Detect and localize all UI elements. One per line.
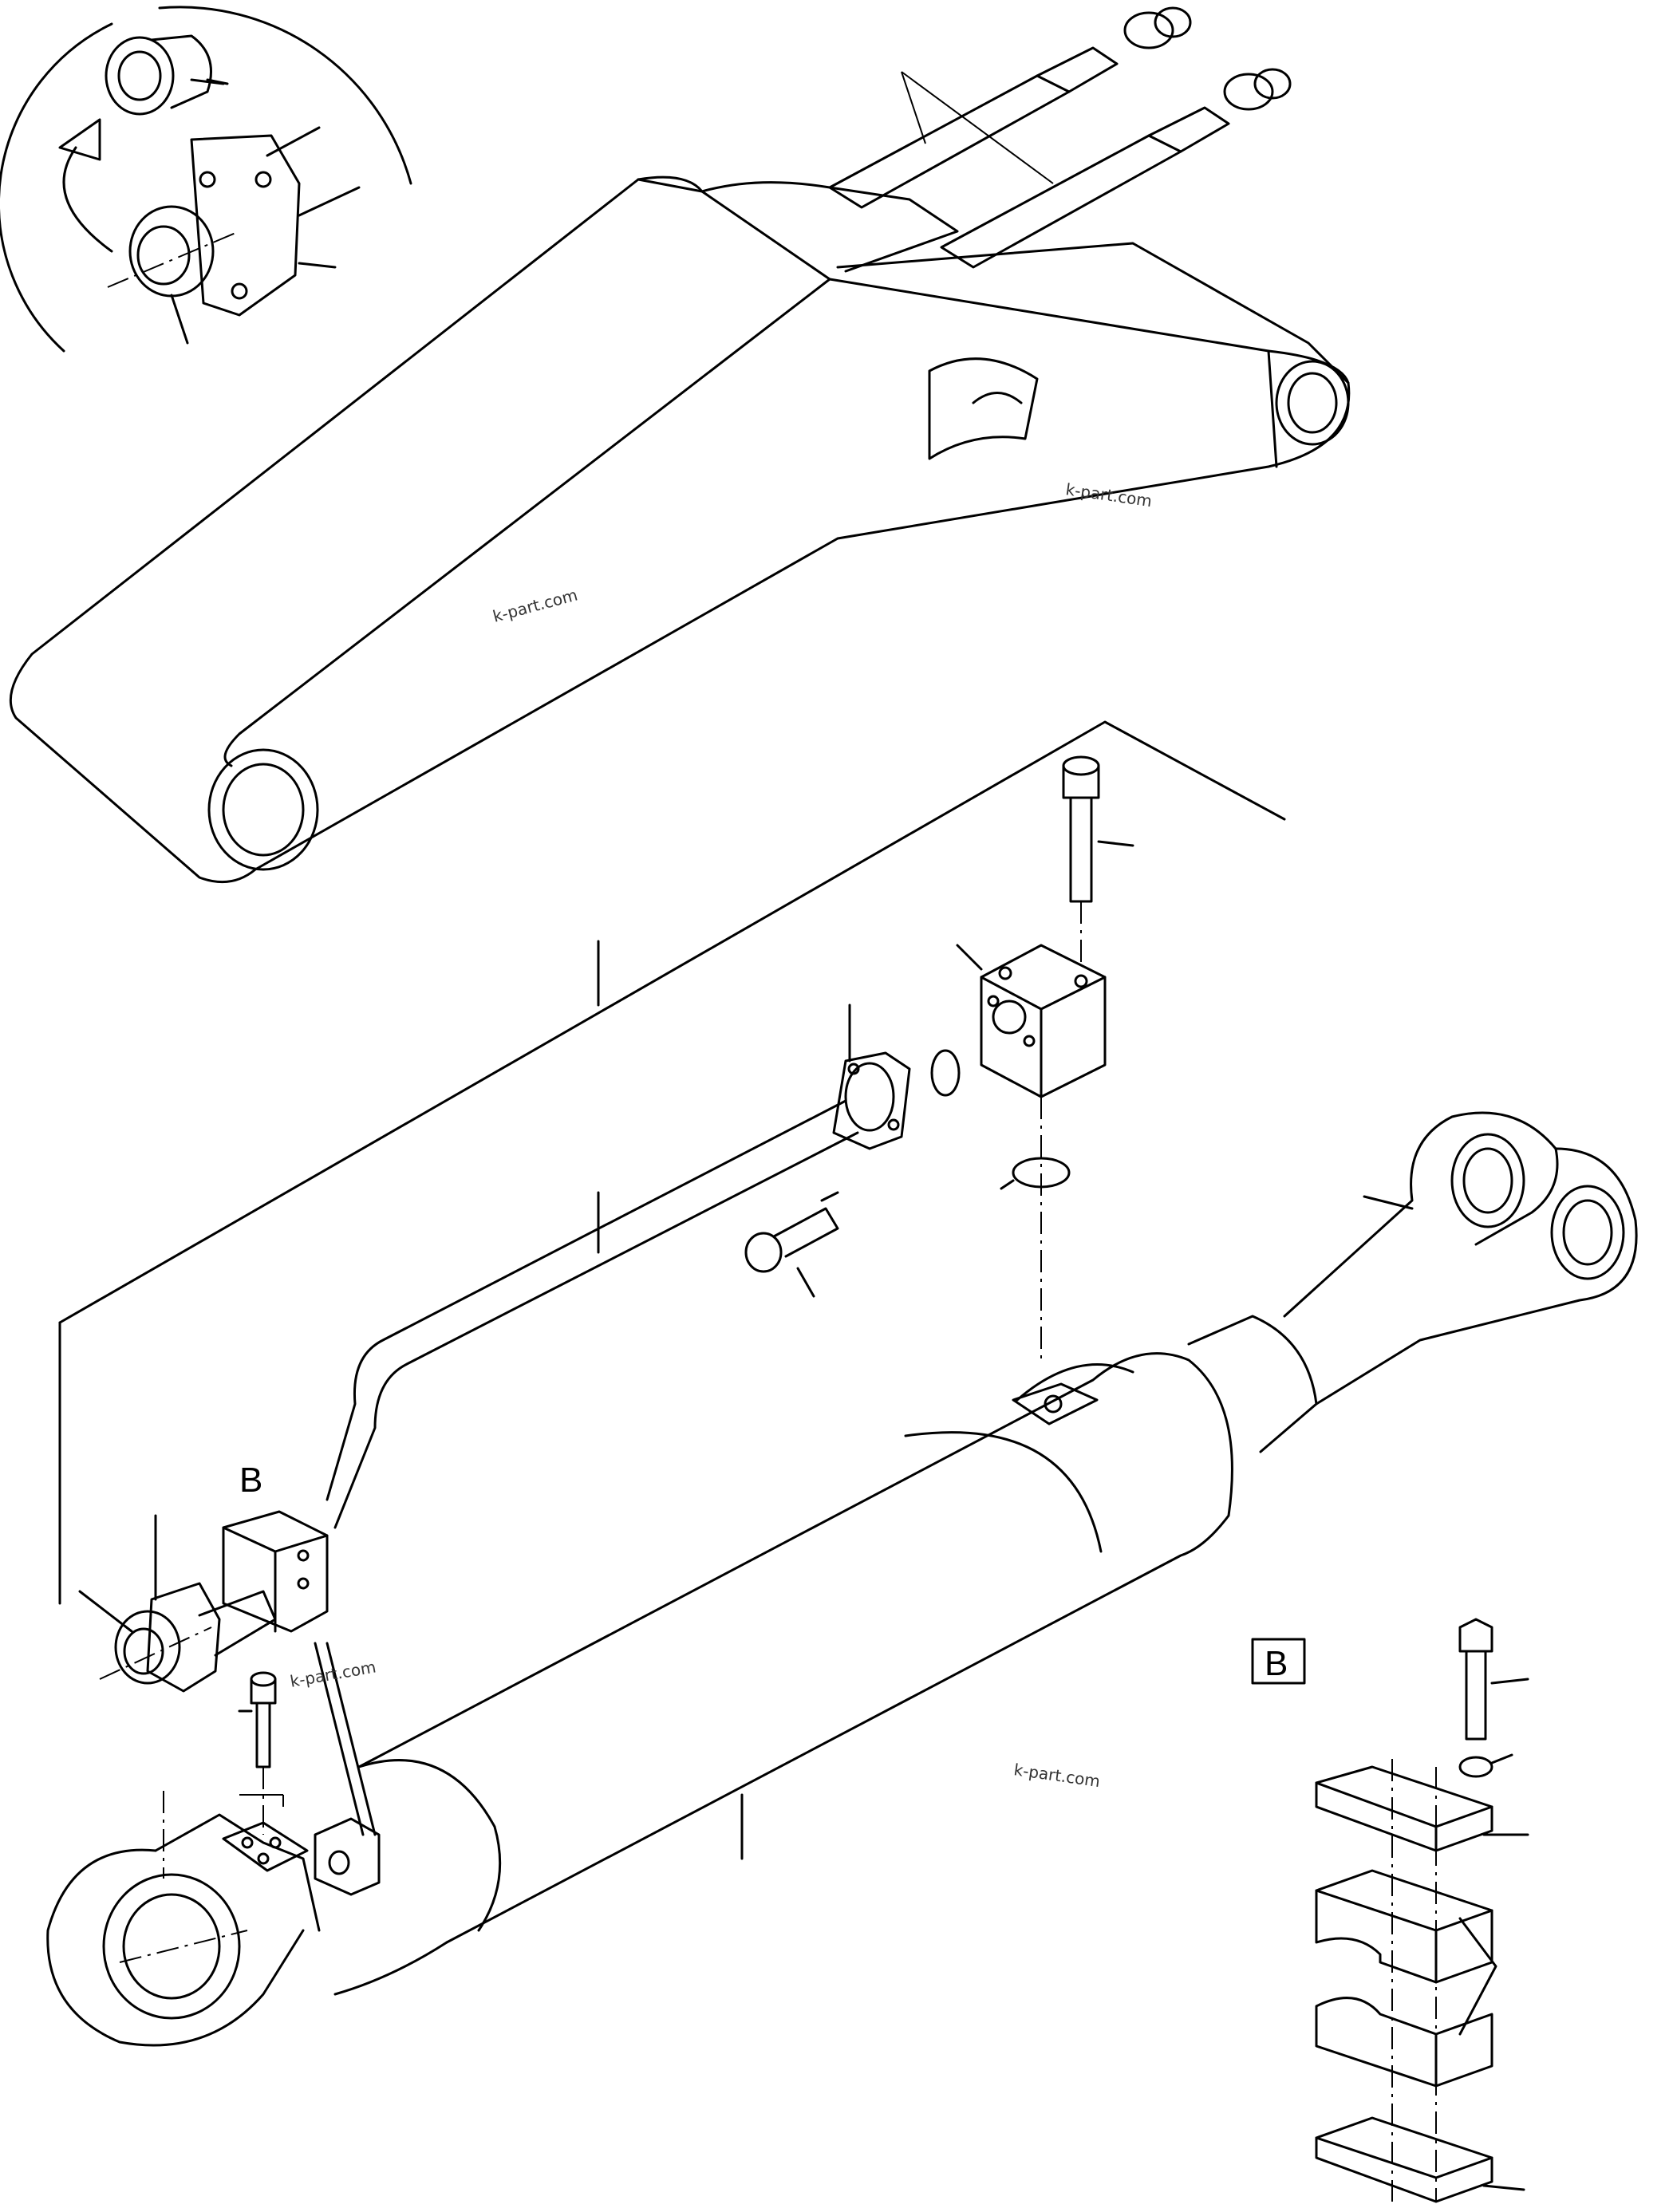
watermark: k-part.com <box>491 585 579 625</box>
inset-detail <box>0 6 412 353</box>
view-label-b: B <box>239 1461 262 1500</box>
boom-arm <box>9 175 1351 884</box>
detail-b-box <box>1251 1638 1306 1685</box>
cylinder-base-eye <box>46 1642 381 2047</box>
valve-block <box>956 944 1107 1360</box>
detail-label-b: B <box>1265 1644 1288 1683</box>
upper-cylinders <box>828 6 1292 269</box>
watermark: k-part.com <box>1012 1760 1101 1791</box>
o-ring-lower <box>1012 1157 1071 1189</box>
o-ring-upper <box>930 1049 961 1097</box>
swivel-fitting <box>78 1514 277 1693</box>
pipe-clamp <box>222 1510 329 1633</box>
watermark: k-part.com <box>1064 479 1153 511</box>
cap-screw-top <box>1062 755 1134 965</box>
flange-bolt <box>744 1191 839 1298</box>
main-cylinder <box>333 1111 1638 1996</box>
detail-b: B <box>1251 1618 1529 2203</box>
assembly-frame <box>58 720 1286 1324</box>
small-bolt <box>238 1671 277 1835</box>
hydraulic-pipe <box>326 940 911 1529</box>
